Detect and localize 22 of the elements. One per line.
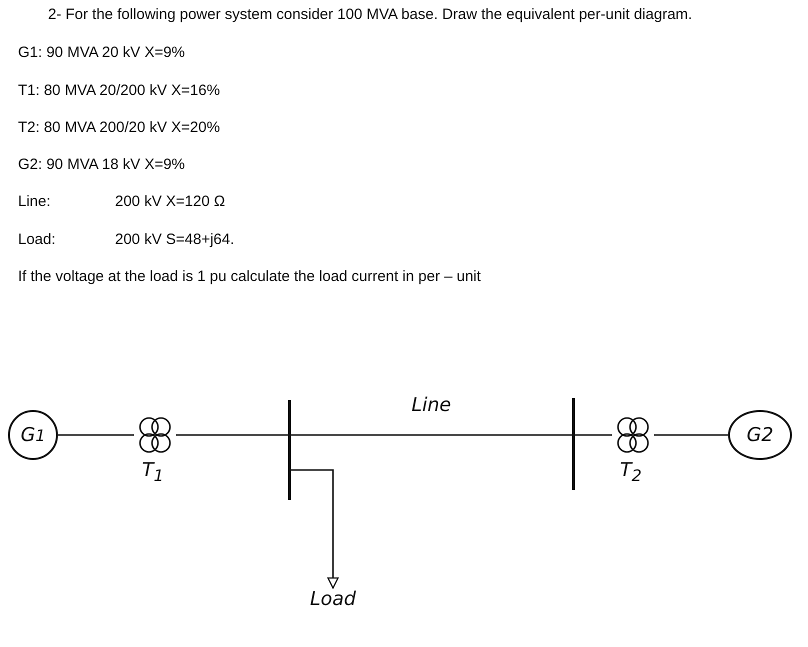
transformer-label: T$_{1}$ — [142, 459, 164, 485]
line — [654, 434, 728, 436]
spec-text: 200 kV X=120 Ω — [115, 193, 226, 210]
arrow — [291, 469, 339, 589]
transformer-label: T$_{2}$ — [620, 459, 642, 485]
line — [58, 434, 134, 436]
spec-text: G2: 90 MVA 18 kV X=9% — [18, 156, 185, 173]
spec-label: Line: — [18, 193, 51, 210]
question-text: If the voltage at the load is 1 pu calculate the load current in per – unit — [18, 268, 481, 285]
line — [291, 434, 572, 436]
spec-text: T1: 80 MVA 20/200 kV X=16% — [18, 82, 220, 99]
spec-label: Load: — [18, 231, 56, 248]
spec-text: T2: 80 MVA 200/20 kV X=20% — [18, 119, 220, 136]
line — [176, 434, 288, 436]
generator-circle: G2 — [728, 410, 792, 460]
bus-bar — [288, 400, 291, 500]
spec-text: 200 kV S=48+j64. — [115, 231, 234, 248]
question-heading: 2- For the following power system consider 100 MVA base. Draw the equivalent per-unit diagram. — [48, 6, 692, 23]
bus-bar — [572, 398, 575, 490]
spec-text: G1: 90 MVA 20 kV X=9% — [18, 44, 185, 61]
load-label: Load — [298, 588, 368, 622]
line — [575, 434, 612, 436]
